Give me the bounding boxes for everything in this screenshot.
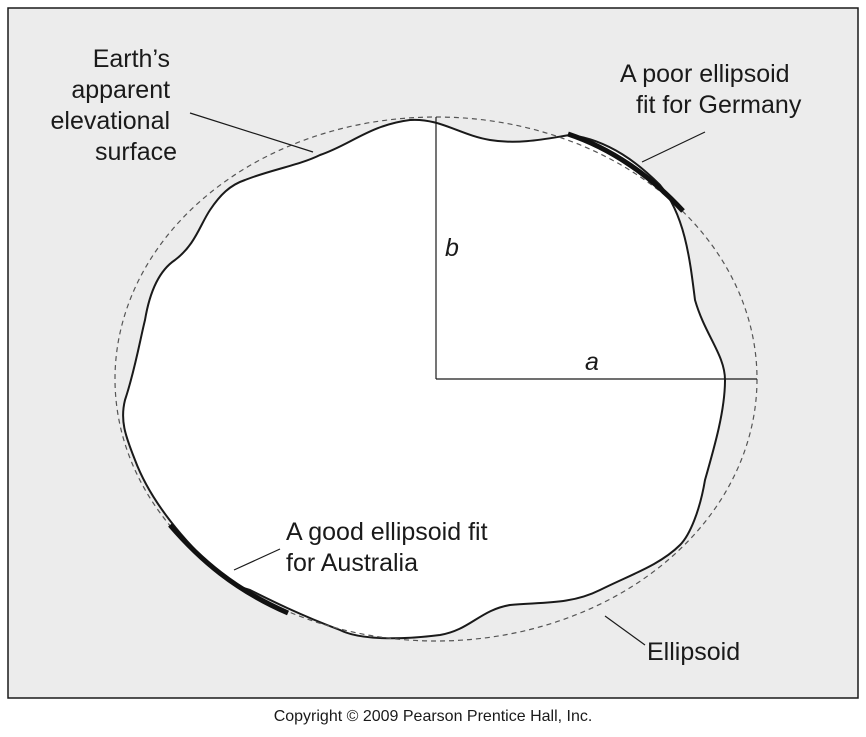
earth-surface-label: Earth’s apparent elevational surface (51, 45, 177, 166)
semi-minor-axis-label: b (445, 234, 459, 262)
australia-label-line: for Australia (286, 549, 418, 577)
australia-label: A good ellipsoid fit for Australia (286, 518, 494, 577)
earth-surface-label-line: apparent (71, 76, 170, 104)
earth-surface-leader (189, 112, 314, 153)
earth-surface-label-line: elevational (51, 107, 171, 135)
germany-leader (641, 131, 706, 163)
semi-major-axis-label: a (585, 348, 599, 376)
ellipsoid-label: Ellipsoid (647, 638, 740, 666)
germany-fit-segment (567, 131, 685, 213)
germany-label-line: A poor ellipsoid (620, 60, 790, 88)
germany-label: A poor ellipsoid fit for Germany (620, 60, 802, 119)
australia-label-line: A good ellipsoid fit (286, 518, 488, 546)
earth-surface-label-line: surface (95, 138, 177, 166)
ellipsoid-leader (604, 615, 646, 646)
australia-fit-segment (168, 523, 289, 616)
australia-leader (233, 548, 281, 571)
geoid-surface (122, 118, 727, 640)
copyright-notice: Copyright © 2009 Pearson Prentice Hall, … (273, 708, 593, 725)
earth-surface-label-line: Earth’s (93, 45, 170, 73)
germany-label-line: fit for Germany (636, 91, 802, 119)
